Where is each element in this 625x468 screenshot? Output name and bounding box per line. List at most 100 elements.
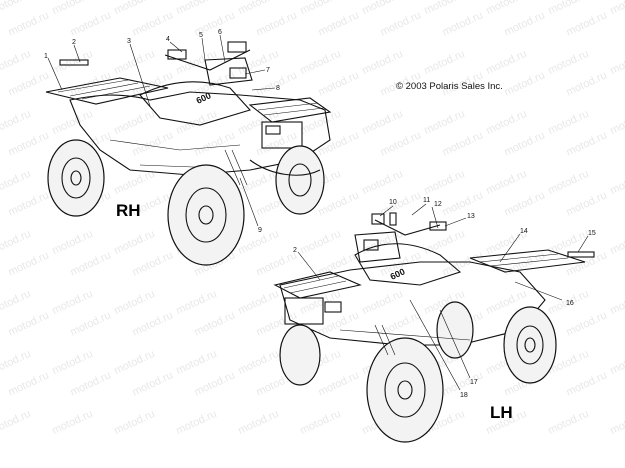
watermark-text: motod.ru [378,129,422,158]
watermark-text: motod.ru [68,9,112,38]
watermark-text: motod.ru [112,288,156,317]
watermark-text: motod.ru [68,309,112,338]
watermark-text: motod.ru [192,369,236,398]
watermark-text: motod.ru [316,369,360,398]
watermark-text: motod.ru [174,288,218,317]
watermark-text: motod.ru [608,48,625,77]
view-label-rh: RH [116,201,141,220]
watermark-text: motod.ru [422,228,466,257]
watermark-text: motod.ru [6,9,50,38]
watermark-text: motod.ru [192,309,236,338]
watermark-text: motod.ru [112,348,156,377]
watermark-text: motod.ru [316,9,360,38]
watermark-text: motod.ru [0,348,33,377]
watermark-text: motod.ru [130,369,174,398]
watermark-text: motod.ru [130,309,174,338]
callout-14: 14 [520,228,528,235]
watermark-text: motod.ru [440,189,484,218]
watermark-text: motod.ru [378,189,422,218]
watermark-text: motod.ru [68,249,112,278]
callout-5: 5 [199,32,203,39]
watermark-text: motod.ru [564,9,608,38]
watermark-text: motod.ru [360,228,404,257]
callout-7: 7 [266,67,270,74]
lh-callout-numbers: 10 11 12 13 14 15 16 17 18 2 [293,197,596,399]
atv-left-hand-view: 600 [273,213,586,443]
watermark-text: motod.ru [174,348,218,377]
watermark-text: motod.ru [564,369,608,398]
watermark-text: motod.ru [546,168,590,197]
callout-10: 10 [389,199,397,206]
watermark-text: motod.ru [298,408,342,437]
lh-callout-leaders [297,203,595,391]
watermark-text: motod.ru [546,408,590,437]
atv-right-hand-view: 600 [45,41,332,266]
callout-13: 13 [467,213,475,220]
watermark-text: motod.ru [360,288,404,317]
watermark-text: motod.ru [50,408,94,437]
watermark-text: motod.ru [130,9,174,38]
watermark-text: motod.ru [564,129,608,158]
watermark-text: motod.ru [112,228,156,257]
watermark-text: motod.ru [564,309,608,338]
watermark-text: motod.ru [484,48,528,77]
callout-16: 16 [566,300,574,307]
callout-6: 6 [218,29,222,36]
callout-2-lh: 2 [293,247,297,254]
watermark-text: motod.ru [112,0,156,17]
watermark-text: motod.ru [112,168,156,197]
watermark-text: motod.ru [422,0,466,17]
watermark-text: motod.ru [130,69,174,98]
watermark-text: motod.ru [608,168,625,197]
rh-callout-leaders [47,34,276,227]
watermark-text: motod.ru [360,108,404,137]
watermark-text: motod.ru [502,9,546,38]
watermark-text: motod.ru [298,108,342,137]
watermark-text: motod.ru [254,9,298,38]
watermark-text: motod.ru [0,228,33,257]
watermark-text: motod.ru [174,0,218,17]
callout-15: 15 [588,230,596,237]
callout-2: 2 [72,39,76,46]
watermark-text: motod.ru [546,0,590,17]
watermark-text: motod.ru [174,48,218,77]
watermark-text: motod.ru [6,369,50,398]
watermark-text: motod.ru [6,189,50,218]
watermark-text: motod.ru [6,129,50,158]
watermark-text: motod.ru [360,48,404,77]
watermark-text: motod.ru [608,0,625,17]
watermark-text: motod.ru [236,348,280,377]
copyright-text: © 2003 Polaris Sales Inc. [396,81,503,92]
callout-11: 11 [423,197,430,204]
watermark-text: motod.ru [608,108,625,137]
watermark-text: motod.ru [0,408,33,437]
watermark-text: motod.ru [440,129,484,158]
watermark-text: motod.ru [174,108,218,137]
callout-4: 4 [166,36,170,43]
view-label-lh: LH [490,403,513,422]
watermark-text: motod.ru [0,288,33,317]
rh-callout-numbers: 1 2 3 4 5 6 7 8 9 [44,29,280,234]
watermark-text: motod.ru [112,108,156,137]
watermark-text: motod.ru [316,249,360,278]
watermark-text: motod.ru [502,189,546,218]
watermark-text: motod.ru [50,228,94,257]
watermark-text: motod.ru [502,129,546,158]
watermark-text: motod.ru [378,309,422,338]
watermark-text: motod.ru [192,129,236,158]
watermark-text: motod.ru [298,228,342,257]
watermark-text: motod.ru [6,309,50,338]
watermark-text: motod.ru [236,0,280,17]
watermark-text: motod.ru [316,189,360,218]
watermark-text: motod.ru [50,348,94,377]
watermark-text: motod.ru [298,0,342,17]
watermark-text: motod.ru [236,288,280,317]
watermark-text: motod.ru [68,369,112,398]
watermark-text: motod.ru [422,108,466,137]
watermark-text: motod.ru [0,168,33,197]
watermark-text: motod.ru [564,189,608,218]
watermark-text: motod.ru [50,288,94,317]
watermark-text: motod.ru [298,48,342,77]
watermark-text: motod.ru [608,348,625,377]
